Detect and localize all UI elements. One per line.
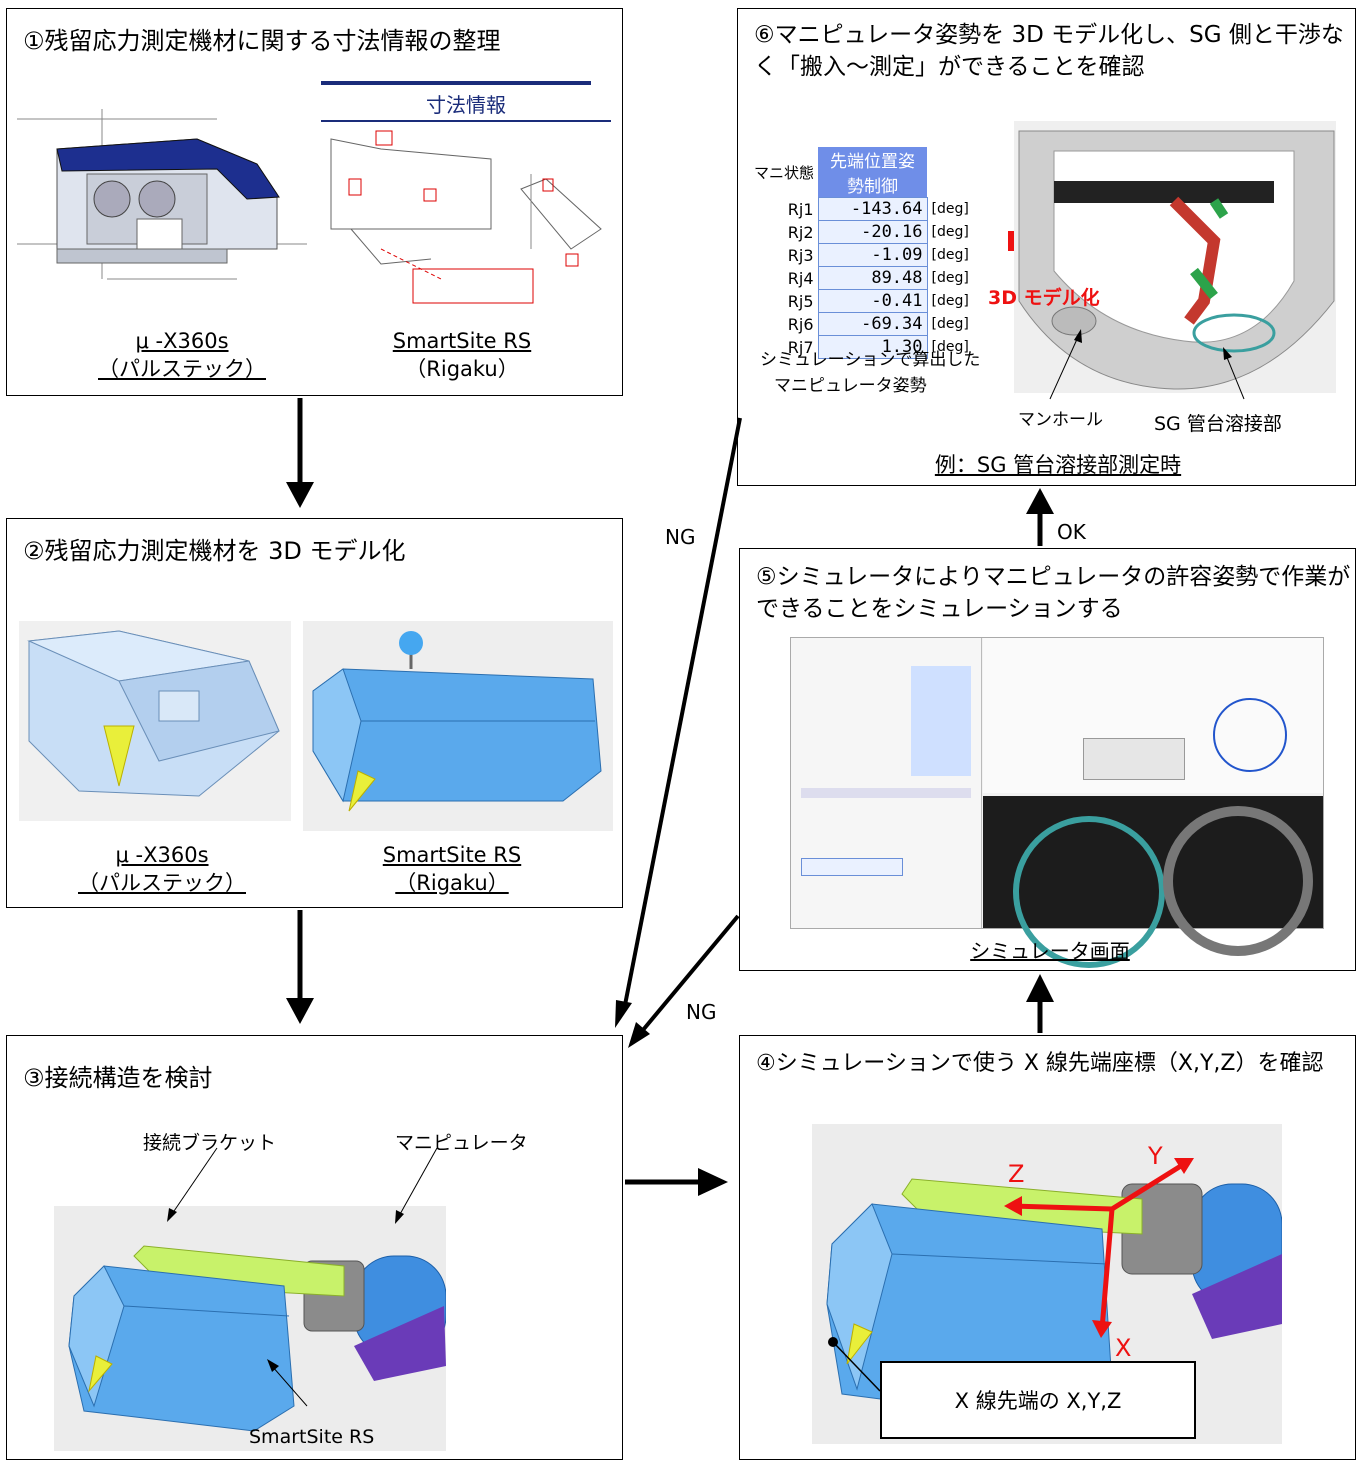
step4-box: ④シミュレーションで使う X 線先端座標（X,Y,Z）を確認 Z Y X (739, 1035, 1356, 1460)
smartsite-device-label: SmartSite RS (249, 1426, 375, 1448)
flow-ng-label-2: NG (686, 1000, 717, 1024)
step2-right-caption: SmartSite RS （Rigaku） (337, 841, 567, 897)
joint-row: Rj1-143.64[deg] (787, 197, 969, 221)
mu-x360s-name-2: μ -X360s (115, 843, 209, 867)
step2-left-caption: μ -X360s （パルステック） (47, 841, 277, 897)
sim-caption-line1: シミュレーションで算出した (760, 350, 981, 370)
axis-x-label: X (1115, 1334, 1132, 1362)
step3-box: ③接続構造を検討 接続ブラケット マニピュレータ SmartSite RS (6, 1035, 623, 1460)
step2-title: ②残留応力測定機材を 3D モデル化 (23, 537, 406, 565)
tip-leader-line (828, 1337, 881, 1392)
smartsite-name-2: SmartSite RS (382, 843, 522, 867)
table-state-label: マニ状態 (754, 163, 815, 182)
example-caption: 例：SG 管台溶接部測定時 (934, 453, 1182, 477)
connection-3d-view (54, 1206, 446, 1451)
table-header: 先端位置姿勢制御 (818, 147, 928, 198)
joint-row: Rj5-0.41[deg] (787, 289, 969, 313)
manhole-label: マンホール (1018, 410, 1103, 430)
mu-x360s-drawing (17, 109, 307, 299)
pulstec-maker-2: （パルステック） (78, 871, 246, 895)
smartsite-3d-model (303, 621, 613, 831)
sim-caption-line2: マニピュレータ姿勢 (774, 376, 927, 396)
step1-right-caption: SmartSite RS （Rigaku） (347, 327, 577, 383)
bracket-label: 接続ブラケット (143, 1132, 277, 1154)
model-label: 3D モデル化 (988, 287, 1100, 309)
mu-x360s-name: μ -X360s (135, 329, 229, 353)
step6-leader-lines (1049, 329, 1245, 400)
joint-row: Rj3-1.09[deg] (787, 243, 969, 267)
rigaku-maker-2: （Rigaku） (395, 871, 509, 895)
flow-ok-label: OK (1057, 520, 1086, 544)
dimension-sheet-title: 寸法情報 (321, 89, 611, 122)
axis-z-label: Z (1008, 1160, 1025, 1188)
sg-3d-model (1014, 121, 1336, 393)
tip-callout-text: X 線先端の X,Y,Z (954, 1389, 1122, 1413)
manipulator-label: マニピュレータ (395, 1132, 528, 1154)
step6-box: ⑥マニピュレータ姿勢を 3D モデル化し、SG 側と干渉な く「搬入～測定」がで… (737, 8, 1356, 486)
step3-title: ③接続構造を検討 (23, 1064, 213, 1092)
step6-title-line1: ⑥マニピュレータ姿勢を 3D モデル化し、SG 側と干渉な (754, 22, 1344, 48)
step1-left-caption: μ -X360s （パルステック） (67, 327, 297, 383)
smartsite-dimension-sheet: 寸法情報 (321, 79, 611, 309)
step5-title-line1: ⑤シミュレータによりマニピュレータの許容姿勢で作業が (756, 564, 1351, 590)
step4-title: ④シミュレーションで使う X 線先端座標（X,Y,Z）を確認 (756, 1051, 1324, 1076)
pulstec-maker: （パルステック） (98, 357, 266, 381)
step1-title: ①残留応力測定機材に関する寸法情報の整理 (23, 27, 501, 55)
axis-y-label: Y (1148, 1142, 1163, 1170)
smartsite-name: SmartSite RS (392, 329, 532, 353)
joint-row: Rj2-20.16[deg] (787, 220, 969, 244)
simulator-caption: シミュレータ画面 (970, 939, 1130, 963)
step3-leader-lines (167, 1147, 438, 1407)
tip-callout-box: X 線先端の X,Y,Z (880, 1361, 1196, 1439)
weld-label: SG 管台溶接部 (1154, 413, 1282, 435)
step1-box: ①残留応力測定機材に関する寸法情報の整理 寸法情報 (6, 8, 623, 396)
rigaku-maker: （Rigaku） (405, 357, 519, 381)
joint-table: マニ状態 先端位置姿勢制御 Rj1-143.64[deg] Rj2-20.16[… (750, 147, 1000, 359)
simulator-screen (790, 637, 1324, 968)
mu-x360s-3d-model (19, 621, 291, 821)
step6-title-line2: く「搬入～測定」ができることを確認 (754, 54, 1145, 80)
step5-box: ⑤シミュレータによりマニピュレータの許容姿勢で作業が できることをシミュレーショ… (739, 548, 1356, 971)
step5-title-line2: できることをシミュレーションする (756, 596, 1123, 622)
flow-ng-label-1: NG (665, 525, 696, 549)
step2-box: ②残留応力測定機材を 3D モデル化 μ -X360s （パルステック） Sma… (6, 518, 623, 908)
